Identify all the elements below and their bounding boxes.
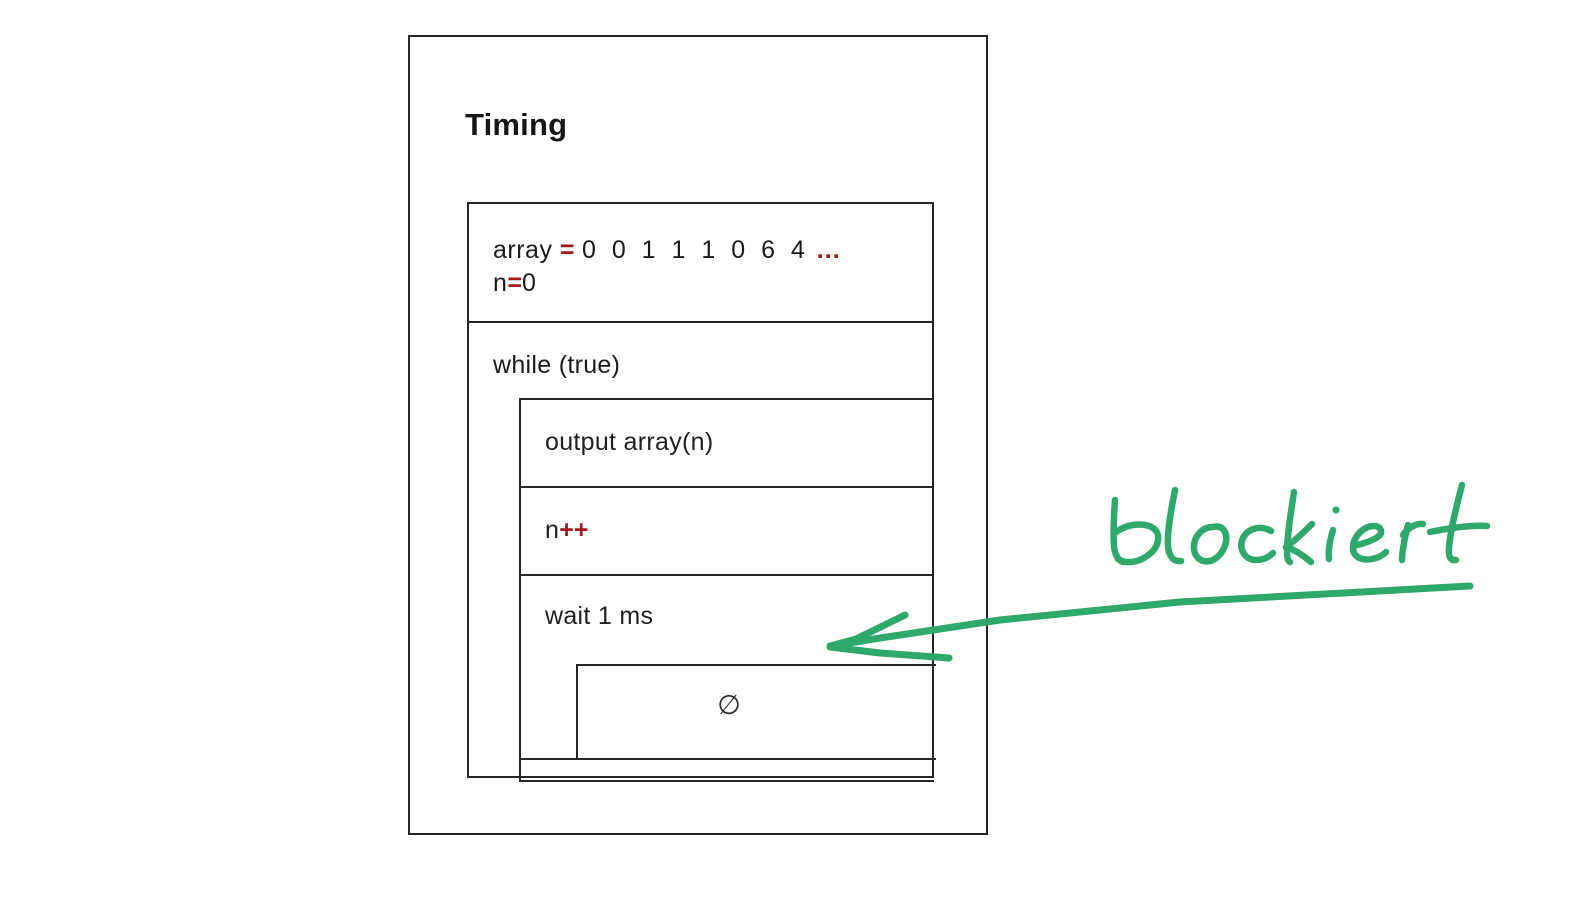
loop-body-block-list: output array(n) n++ wait 1 ms ∅ <box>519 398 936 782</box>
loop-block-while: while (true) output array(n) n++ wait 1 … <box>469 323 936 782</box>
loop-condition-label: while (true) <box>493 351 621 379</box>
increment-statement-label: n++ <box>545 516 588 545</box>
statement-block-output: output array(n) <box>521 400 934 488</box>
init-counter-statement: n=0 <box>493 269 536 298</box>
assign-operator-icon: = <box>507 269 523 297</box>
increment-variable: n <box>545 516 560 544</box>
statement-block-wait: wait 1 ms ∅ <box>521 576 936 760</box>
increment-operator-icon: ++ <box>559 516 589 544</box>
init-array-label: array <box>493 236 553 264</box>
assign-operator-icon: = <box>559 236 575 264</box>
wait-statement-label: wait 1 ms <box>545 602 654 630</box>
structogram-block-list: array = 0 0 1 1 1 0 6 4 ... n=0 while (t… <box>467 202 936 782</box>
statement-block-initialisation: array = 0 0 1 1 1 0 6 4 ... n=0 <box>469 204 932 323</box>
statement-block-increment: n++ <box>521 488 934 576</box>
init-counter-label: n <box>493 269 508 297</box>
empty-set-icon: ∅ <box>717 690 741 720</box>
nested-empty-block: ∅ <box>576 664 936 760</box>
init-array-ellipsis: ... <box>816 236 841 264</box>
init-array-values: 0 0 1 1 1 0 6 4 <box>581 236 810 264</box>
output-statement-label: output array(n) <box>545 428 714 456</box>
structogram-outer-frame: Timing array = 0 0 1 1 1 0 6 4 ... n=0 w… <box>408 35 988 835</box>
init-counter-value: 0 <box>522 269 537 297</box>
annotation-text-blockiert <box>1105 480 1505 590</box>
init-array-statement: array = 0 0 1 1 1 0 6 4 ... <box>493 236 841 265</box>
page-title: Timing <box>465 107 568 142</box>
annotation-handwriting <box>1110 481 1491 566</box>
